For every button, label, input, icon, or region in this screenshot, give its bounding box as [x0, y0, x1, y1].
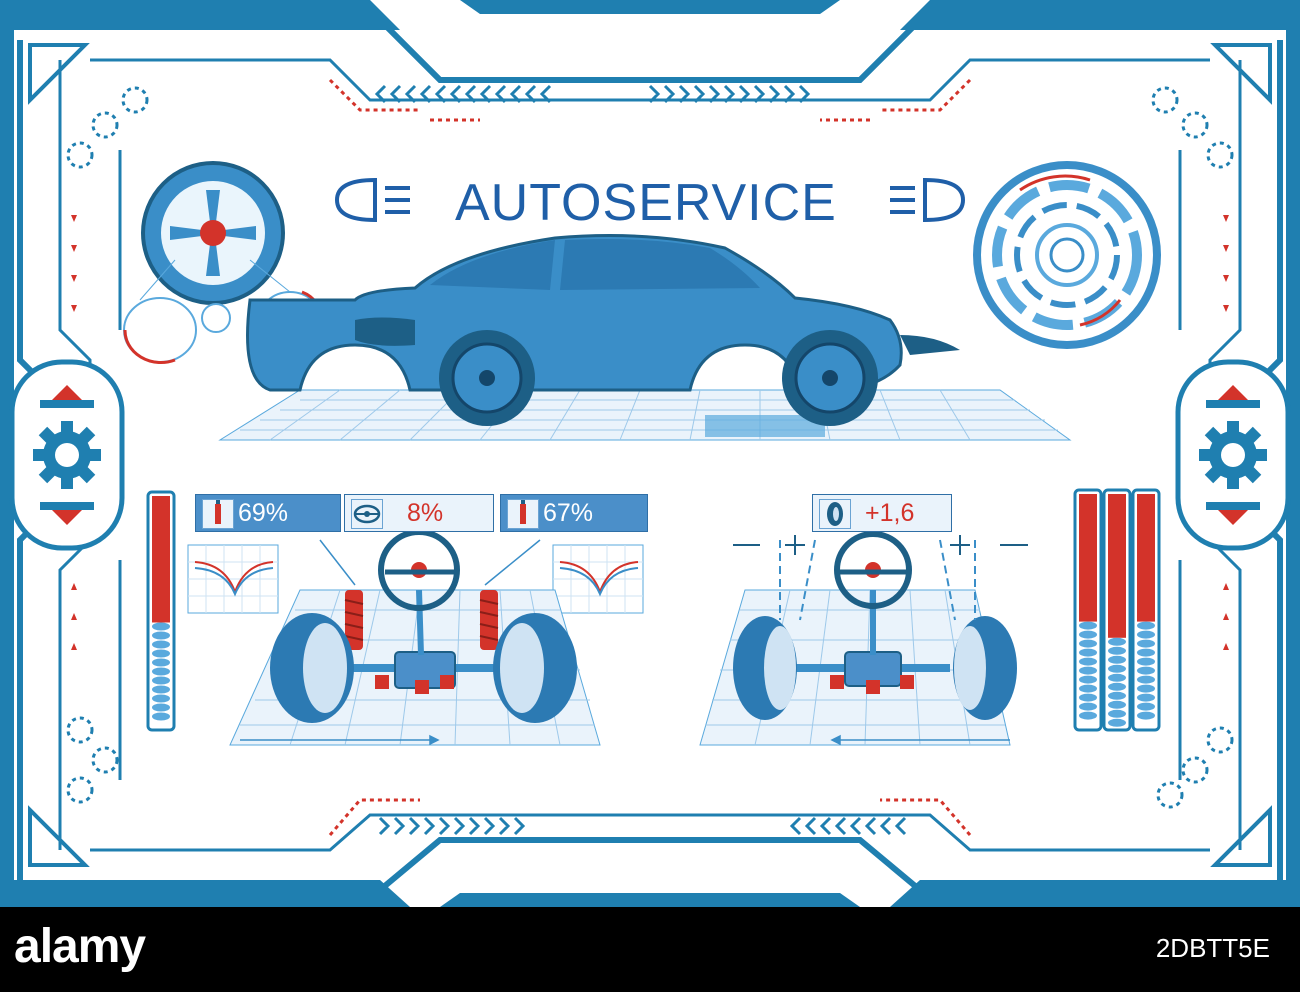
alamy-logo: alamy: [14, 920, 146, 973]
gauge-coil-segment: [152, 622, 170, 631]
high-beam-icon: [890, 177, 966, 223]
gauge-level-fill: [1137, 494, 1155, 622]
shock-absorber-icon: [202, 499, 234, 529]
gauge-coil-segment: [1108, 637, 1126, 646]
gauge-level-fill: [1079, 494, 1097, 622]
image-code: 2DBTT5E: [1155, 933, 1270, 963]
gauge-coil-segment: [152, 694, 170, 703]
right-level-gauges: [1073, 488, 1161, 732]
gauge-coil-segment: [1079, 621, 1097, 630]
indicator-value: 67%: [543, 499, 594, 527]
gauge-coil-segment: [1108, 664, 1126, 673]
left-gear-icon: [33, 421, 101, 489]
gauge-coil-segment: [152, 631, 170, 640]
low-beam-icon: [334, 177, 410, 223]
gauge-coil-segment: [1079, 702, 1097, 711]
gauge-coil-segment: [152, 685, 170, 694]
gauge-coil-segment: [1137, 693, 1155, 702]
left-mini-graph: [187, 544, 279, 614]
gauge-coil-segment: [1137, 621, 1155, 630]
outer-frame: [17, 17, 1283, 893]
inner-frame-lines: [58, 58, 1242, 852]
gauge-coil-segment: [1079, 711, 1097, 720]
dotted-circles: [66, 86, 1234, 809]
gauge-coil-segment: [152, 649, 170, 658]
watermark-band: alamy 2DBTT5E: [0, 907, 1300, 992]
gauge-coil-segment: [1108, 718, 1126, 727]
indicator-value: +1,6: [865, 499, 915, 527]
gauge-coil-segment: [1137, 657, 1155, 666]
indicator-tire: +1,6: [812, 494, 952, 532]
right-mini-graph: [552, 544, 644, 614]
indicator-right-shock: 67%: [500, 494, 648, 532]
gauge-coil-segment: [1108, 682, 1126, 691]
corner-triangles: [28, 43, 1272, 867]
gauge-coil-segment: [1079, 684, 1097, 693]
gauge-coil-segment: [1137, 648, 1155, 657]
gauge-coil-segment: [1137, 711, 1155, 720]
wheel-diagnostic-icon: [123, 161, 324, 365]
frame-bars: [0, 0, 1300, 907]
gauge-coil-segment: [1108, 673, 1126, 682]
gauge-coil-segment: [152, 712, 170, 721]
gauge-coil-segment: [1079, 675, 1097, 684]
bottom-arrows: [240, 734, 1010, 746]
car-illustration: [246, 234, 960, 426]
gauge-coil-segment: [1137, 684, 1155, 693]
indicator-value: 8%: [407, 499, 444, 527]
car-grid-floor: [218, 389, 1072, 441]
gauge-coil-segment: [1137, 702, 1155, 711]
indicator-left-shock: 69%: [195, 494, 341, 532]
chevrons-top: [374, 84, 907, 836]
gauge-coil-segment: [1079, 648, 1097, 657]
gauge-coil-segment: [152, 640, 170, 649]
gauge-coil-segment: [1108, 700, 1126, 709]
gauge-coil-segment: [1079, 657, 1097, 666]
gauge-level-fill: [1108, 494, 1126, 638]
shock-absorber-icon: [507, 499, 539, 529]
page-title: AUTOSERVICE: [455, 174, 837, 232]
gauge-coil-segment: [1137, 639, 1155, 648]
gauge-coil-segment: [152, 676, 170, 685]
gauge-coil-segment: [1108, 691, 1126, 700]
steering-wheel-icon: [351, 499, 383, 529]
gauge-coil-segment: [1137, 630, 1155, 639]
gauge-coil-segment: [1079, 639, 1097, 648]
right-gear-icon: [1199, 421, 1267, 489]
side-arrow-ticks: [71, 215, 1229, 650]
gauge-coil-segment: [152, 703, 170, 712]
gauge-coil-segment: [1079, 666, 1097, 675]
gauge-coil-segment: [1108, 709, 1126, 718]
left-level-gauge: [146, 490, 176, 732]
red-dotted-paths: [328, 78, 972, 836]
indicator-value: 69%: [238, 499, 289, 527]
gauge-coil-segment: [1137, 666, 1155, 675]
radar-dial-icon: [973, 161, 1161, 349]
gauge-coil-segment: [1108, 655, 1126, 664]
suspension-assembly: [229, 505, 601, 746]
indicator-steering: 8%: [344, 494, 494, 532]
alignment-assembly: [699, 531, 1028, 746]
tire-icon: [819, 499, 851, 529]
gauge-coil-segment: [1079, 630, 1097, 639]
gauge-coil-segment: [152, 667, 170, 676]
gauge-coil-segment: [152, 658, 170, 667]
gauge-coil-segment: [1079, 693, 1097, 702]
gauge-coil-segment: [1137, 675, 1155, 684]
gauge-coil-segment: [1108, 646, 1126, 655]
